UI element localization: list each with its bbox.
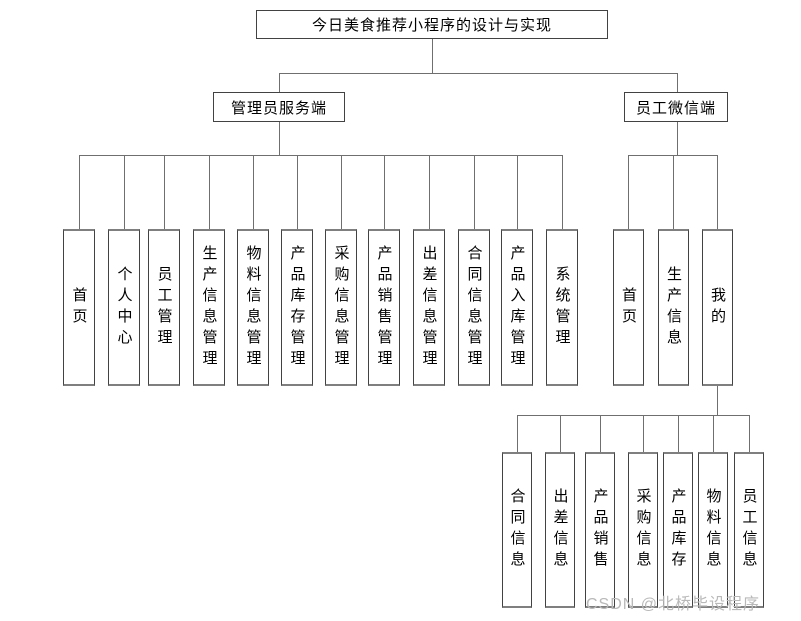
connector-line [517,415,749,416]
connector-line [673,155,674,229]
node-material-info-mgmt: 物料信息管理 [237,229,269,386]
node-my-purchase-info: 采购信息 [628,452,658,608]
connector-line [677,73,678,92]
connector-line [677,122,678,155]
employee-wechat-label: 员工微信端 [635,99,716,117]
connector-line [713,415,714,452]
node-my-product-sales: 产品销售 [585,452,615,608]
connector-line [628,155,717,156]
connector-line [341,155,342,229]
node-my-employee-info: 员工信息 [734,452,764,608]
connector-line [717,386,718,415]
connector-line [297,155,298,229]
connector-line [517,415,518,452]
connector-line [717,155,718,229]
node-wx-home: 首页 [613,229,644,386]
node-my-product-inventory: 产品库存 [663,452,693,608]
connector-line [678,415,679,452]
connector-line [562,155,563,229]
node-system-mgmt: 系统管理 [546,229,578,386]
root-title-label: 今日美食推荐小程序的设计与实现 [311,17,552,34]
connector-line [209,155,210,229]
connector-line [474,155,475,229]
connector-line [600,415,601,452]
node-product-inventory-mgmt: 产品库存管理 [281,229,313,386]
node-contract-info-mgmt: 合同信息管理 [458,229,490,386]
node-admin-server: 管理员服务端 [213,92,345,122]
node-my-trip-info: 出差信息 [545,452,575,608]
node-wx-mine: 我的 [702,229,733,386]
connector-line [279,73,280,92]
node-personal-center: 个人中心 [108,229,140,386]
node-my-material-info: 物料信息 [698,452,728,608]
admin-server-label: 管理员服务端 [230,99,327,117]
connector-line [749,415,750,452]
node-product-warehousing-mgmt: 产品入库管理 [501,229,533,386]
connector-line [253,155,254,229]
connector-line [517,155,518,229]
connector-line [432,39,433,73]
connector-line [164,155,165,229]
node-production-info-mgmt: 生产信息管理 [193,229,225,386]
node-employee-mgmt: 员工管理 [148,229,180,386]
connector-line [124,155,125,229]
connector-line [384,155,385,229]
connector-line [279,122,280,155]
connector-line [429,155,430,229]
connector-line [643,415,644,452]
node-my-contract-info: 合同信息 [502,452,532,608]
connector-line [560,415,561,452]
connector-line [79,155,80,229]
node-purchase-info-mgmt: 采购信息管理 [325,229,357,386]
csdn-watermark: CSDN @北桥毕设程序 [586,596,761,613]
node-employee-wechat: 员工微信端 [624,92,728,122]
connector-line [279,73,677,74]
node-root-title: 今日美食推荐小程序的设计与实现 [256,10,608,39]
node-home: 首页 [63,229,95,386]
connector-line [79,155,562,156]
connector-line [628,155,629,229]
node-wx-production-info: 生产信息 [658,229,689,386]
node-product-sales-mgmt: 产品销售管理 [368,229,400,386]
node-business-trip-info-mgmt: 出差信息管理 [413,229,445,386]
